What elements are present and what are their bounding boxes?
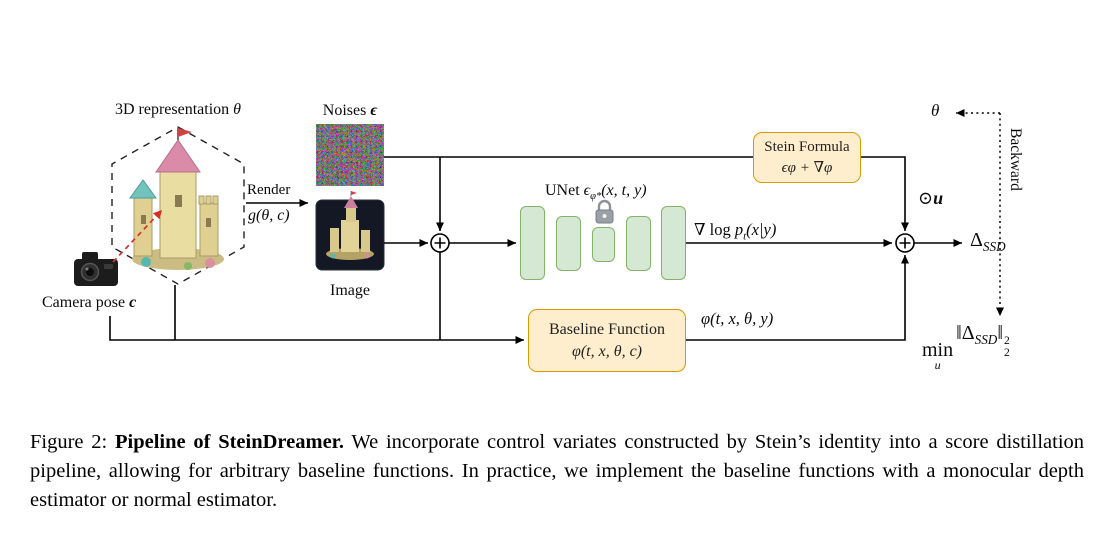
hexagon-outline <box>111 126 245 285</box>
theta-symbol: θ <box>931 101 940 120</box>
unet-block-1 <box>520 206 545 280</box>
unet-block-2 <box>556 216 581 271</box>
label-theta-backward: θ <box>931 101 939 121</box>
unet-block-5 <box>661 206 686 280</box>
noises-symbol: ϵ <box>370 102 378 119</box>
camera-to-castle-arrow <box>112 209 163 263</box>
image-text: Image <box>330 282 370 299</box>
connector-lines <box>109 156 962 344</box>
backward-text: Backward <box>1007 128 1024 191</box>
odot-symbol: ⊙ <box>918 188 934 208</box>
objective-open: ‖Δ <box>956 322 975 344</box>
label-odot-u: ⊙u <box>918 188 943 209</box>
baseline-output-formula: φ(t, x, θ, y) <box>701 309 774 328</box>
label-score-function: ∇ log pt(x|y) <box>694 220 776 242</box>
label-render: Render <box>247 182 290 199</box>
render-text: Render <box>247 182 291 198</box>
score-subscript: t <box>743 230 747 243</box>
rep3d-text: 3D representation <box>114 101 230 118</box>
label-baseline-output: φ(t, x, θ, y) <box>701 309 773 329</box>
castle-illustration <box>129 128 224 270</box>
score-base: p <box>734 220 744 239</box>
label-unet: UNet ϵφ*(x, t, y) <box>545 182 647 202</box>
camera-icon <box>74 252 118 286</box>
baseline-function-title: Baseline Function <box>549 320 665 338</box>
score-args: (x|y) <box>746 220 777 239</box>
min-subscript: u <box>934 358 941 372</box>
rendered-image-thumbnail <box>315 191 385 271</box>
unet-subscript: φ* <box>590 191 602 203</box>
label-delta-ssd: ΔSSD <box>970 229 1006 255</box>
caption-figure-label: Figure 2: <box>30 431 108 453</box>
objective-close: ‖ <box>997 322 1003 344</box>
min-operator: min u <box>922 339 954 372</box>
delta-base: Δ <box>970 229 983 251</box>
caption-title: Pipeline of SteinDreamer. <box>115 431 345 453</box>
noise-image <box>316 124 384 186</box>
delta-subscript: SSD <box>982 239 1006 254</box>
stein-formula-expression: ϵφ + ∇φ <box>781 159 833 176</box>
label-3d-representation: 3D representation θ <box>98 101 258 119</box>
label-noises: Noises ϵ <box>316 102 384 120</box>
unet-block-3 <box>592 227 615 262</box>
unet-prefix: UNet <box>545 182 580 199</box>
stein-to-sum2-path <box>860 156 909 231</box>
noises-text: Noises <box>322 102 367 119</box>
backward-dotted-arrows <box>956 109 1004 316</box>
caption-body: We incorporate control variates construc… <box>30 431 1085 511</box>
unet-block-4 <box>626 216 651 271</box>
stein-formula-title: Stein Formula <box>764 139 850 156</box>
objective-delta-sub: SSD <box>974 332 998 347</box>
objective-sup: 2 <box>1003 334 1010 348</box>
lock-icon <box>595 199 614 224</box>
inputs-to-baseline-path <box>109 316 524 344</box>
baseline-function-expression: φ(t, x, θ, c) <box>571 342 642 360</box>
label-camera-pose: Camera pose c <box>42 294 136 312</box>
unet-args: (x, t, y) <box>601 182 647 199</box>
camera-text: Camera pose <box>42 294 126 311</box>
baseline-to-sum2-path <box>685 255 909 341</box>
label-image: Image <box>316 282 384 300</box>
odot-var: u <box>933 188 944 208</box>
rep3d-symbol: θ <box>233 101 242 118</box>
sum-junction-1 <box>430 233 450 253</box>
sum-junction-2 <box>895 233 915 253</box>
objective-subsc: 2 <box>1003 345 1010 359</box>
figure-caption: Figure 2: Pipeline of SteinDreamer. We i… <box>30 428 1084 515</box>
render-formula: g(θ, c) <box>248 207 290 224</box>
score-prefix: ∇ log <box>694 220 731 239</box>
stein-formula-box: Stein Formula ϵφ + ∇φ <box>753 132 861 183</box>
camera-symbol: c <box>129 294 137 311</box>
label-render-formula: g(θ, c) <box>248 207 290 225</box>
min-text: min <box>922 339 954 361</box>
unet-symbol: ϵ <box>583 182 591 199</box>
baseline-function-box: Baseline Function φ(t, x, θ, c) <box>528 309 686 372</box>
label-backward: Backward <box>1006 128 1024 191</box>
